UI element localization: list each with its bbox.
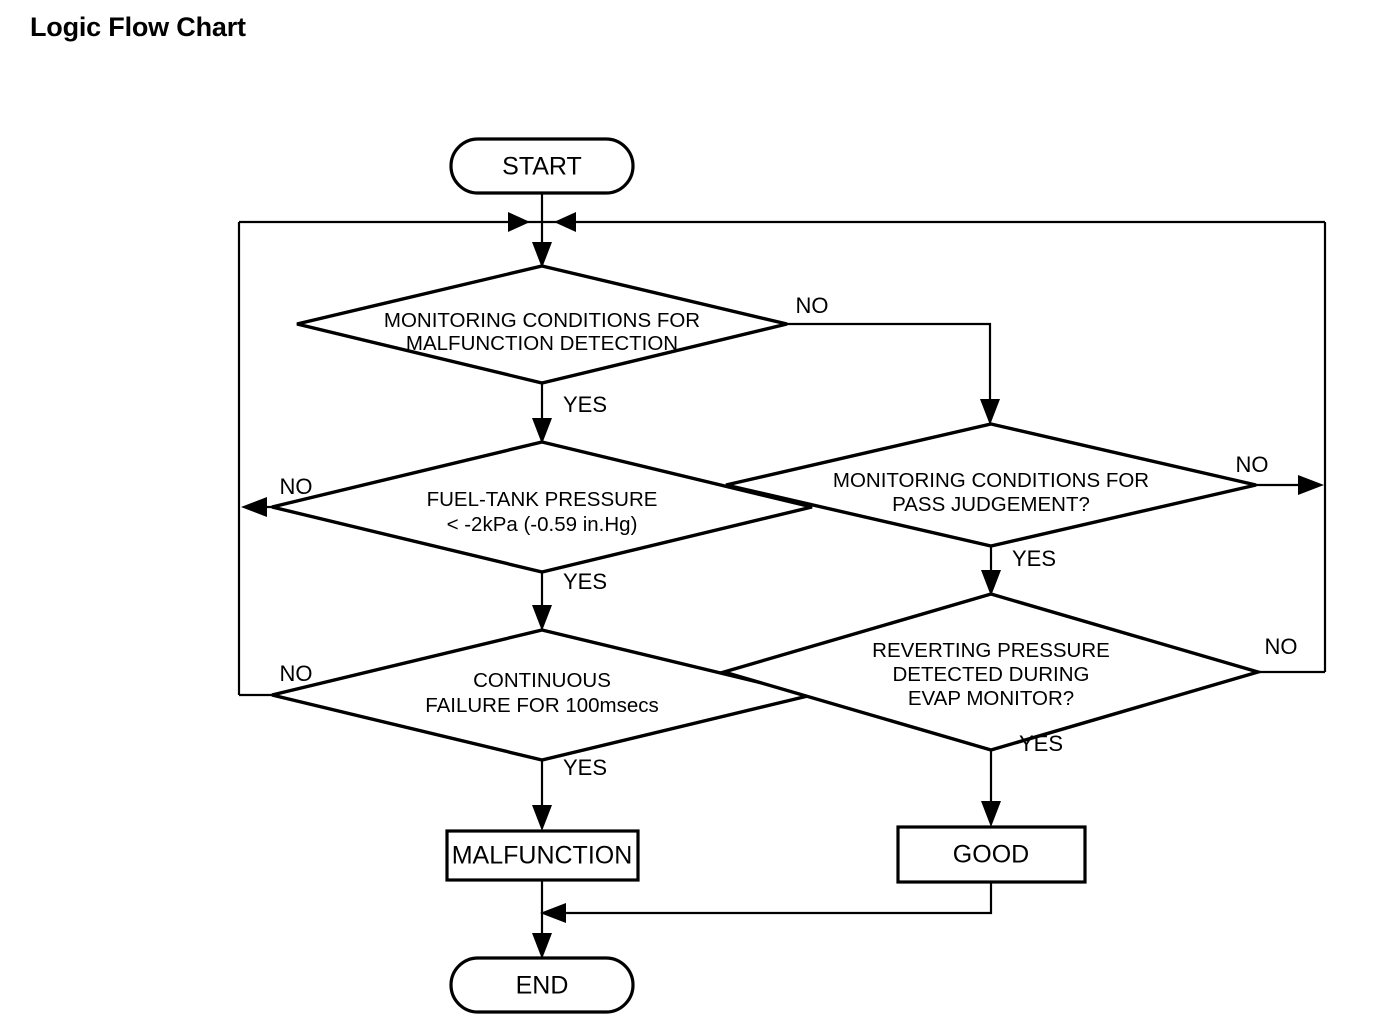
decision-reverting-pressure-line1: REVERTING PRESSURE [872, 639, 1110, 662]
edge-good-end-arrowhead [540, 903, 566, 923]
decision-fuel-tank-pressure-line1: FUEL-TANK PRESSURE [427, 488, 658, 511]
edge-label-d2-yes: YES [563, 569, 607, 594]
decision-monitoring-malfunction-shape [296, 264, 788, 385]
good-label: GOOD [953, 841, 1029, 869]
node-decision-continuous-failure[interactable]: CONTINUOUS FAILURE FOR 100msecs [271, 628, 813, 762]
node-decision-fuel-tank-pressure[interactable]: FUEL-TANK PRESSURE < -2kPa (-0.59 in.Hg) [271, 440, 813, 574]
node-decision-monitoring-malfunction[interactable]: MONITORING CONDITIONS FOR MALFUNCTION DE… [296, 264, 788, 385]
edge-label-d4-no: NO [280, 661, 313, 686]
edge-start-to-d1 [532, 193, 552, 268]
edge-label-d3-no: NO [1236, 452, 1269, 477]
edge-label-d2-no: NO [280, 474, 313, 499]
edge-start-d1-arrowhead [532, 242, 552, 268]
edge-label-d5-no: NO [1265, 634, 1298, 659]
end-label: END [516, 972, 569, 1000]
decision-continuous-failure-shape [271, 628, 813, 762]
start-label: START [502, 153, 582, 181]
edge-good-to-end [540, 882, 993, 923]
decision-reverting-pressure-line3: EVAP MONITOR? [908, 687, 1074, 710]
decision-reverting-pressure-line2: DETECTED DURING [892, 663, 1089, 686]
decision-pass-judgement-line2: PASS JUDGEMENT? [892, 493, 1090, 516]
edge-d3-yes-to-d5 [981, 546, 1001, 596]
edge-label-d5-yes: YES [1019, 731, 1063, 756]
edge-d5-good-arrowhead [981, 801, 1001, 827]
edge-label-d3-yes: YES [1012, 546, 1056, 571]
node-malfunction[interactable]: MALFUNCTION [445, 829, 640, 882]
start-shape [449, 137, 635, 195]
edge-d2-rail-arrowhead [241, 497, 267, 517]
edge-d4-malfunction-arrowhead [532, 805, 552, 831]
edge-good-end-line [560, 882, 993, 915]
malfunction-shape [445, 829, 640, 882]
rail-arrowhead-right [554, 212, 576, 232]
edge-d5-yes-to-good [981, 750, 1001, 827]
decision-continuous-failure-line1: CONTINUOUS [473, 669, 611, 692]
edge-d1-d3-arrowhead [980, 399, 1000, 425]
edge-label-d4-yes: YES [563, 755, 607, 780]
decision-continuous-failure-line2: FAILURE FOR 100msecs [425, 694, 659, 717]
decision-fuel-tank-pressure-shape [271, 440, 813, 574]
edge-label-d1-yes: YES [563, 392, 607, 417]
edge-d3-rail-arrowhead [1298, 475, 1324, 495]
decision-fuel-tank-pressure-line2: < -2kPa (-0.59 in.Hg) [447, 513, 638, 536]
edge-d2-yes-to-d4 [532, 572, 552, 631]
decision-monitoring-malfunction-line2: MALFUNCTION DETECTION [406, 332, 678, 355]
edge-d1-yes-to-d2 [532, 383, 552, 444]
node-decision-reverting-pressure[interactable]: REVERTING PRESSURE DETECTED DURING EVAP … [717, 592, 1265, 752]
loop-return-rail [237, 212, 1327, 695]
good-shape [896, 825, 1087, 884]
node-end[interactable]: END [449, 956, 635, 1014]
edge-d3-no-to-rail [1256, 475, 1324, 495]
node-start[interactable]: START [449, 137, 635, 195]
node-good[interactable]: GOOD [896, 825, 1087, 884]
malfunction-label: MALFUNCTION [452, 842, 633, 870]
edge-malfunction-end-arrowhead [532, 933, 552, 959]
edge-d1-d3-line [787, 322, 992, 418]
rail-arrowhead-left [508, 212, 530, 232]
edge-label-d1-no: NO [796, 293, 829, 318]
edge-d1-no-to-d3 [787, 322, 1000, 425]
edge-d4-yes-to-malfunction [532, 760, 552, 831]
decision-reverting-pressure-shape [717, 592, 1265, 752]
end-shape [449, 956, 635, 1014]
node-decision-pass-judgement[interactable]: MONITORING CONDITIONS FOR PASS JUDGEMENT… [725, 422, 1257, 548]
edge-d1-d2-arrowhead [532, 418, 552, 444]
edge-malfunction-to-end [532, 880, 552, 959]
decision-pass-judgement-shape [725, 422, 1257, 548]
page-title: Logic Flow Chart [30, 12, 246, 42]
decision-monitoring-malfunction-line1: MONITORING CONDITIONS FOR [384, 309, 700, 332]
decision-pass-judgement-line1: MONITORING CONDITIONS FOR [833, 469, 1149, 492]
edge-d3-d5-arrowhead [981, 570, 1001, 596]
edge-d2-d4-arrowhead [532, 605, 552, 631]
